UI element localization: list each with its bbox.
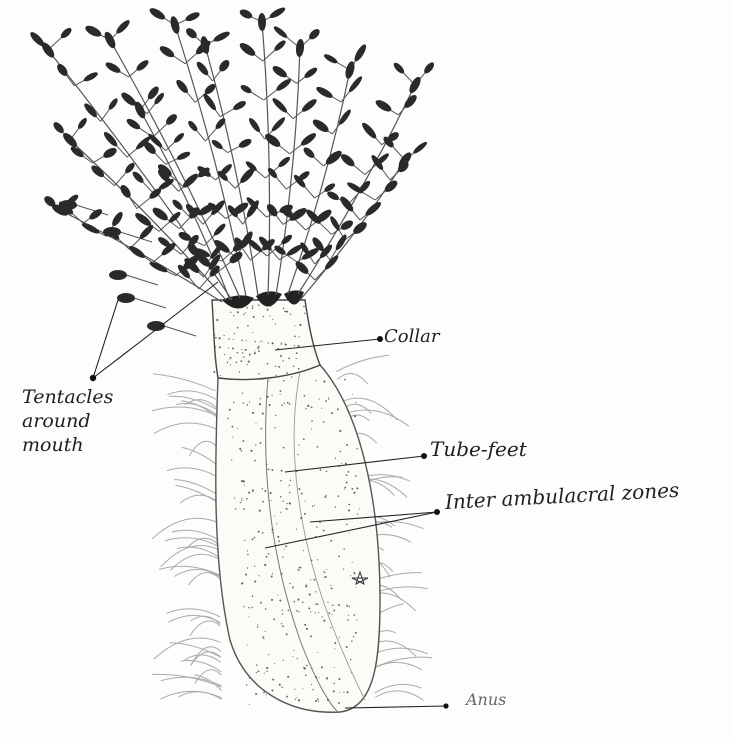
collar — [212, 300, 320, 379]
label-tube-feet: Tube-feet — [430, 437, 527, 461]
label-anus: Anus — [466, 690, 506, 709]
label-tentacles-around-mouth: Tentacles around mouth — [22, 385, 132, 457]
tentacle-leaflets — [28, 6, 436, 331]
label-collar: Collar — [384, 326, 439, 347]
